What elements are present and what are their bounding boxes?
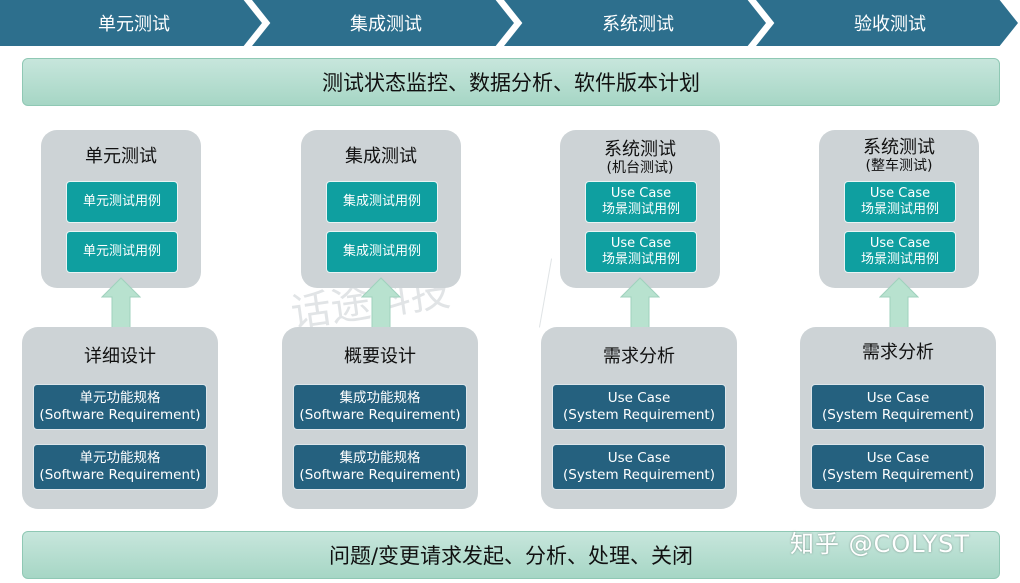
integration-test-box: 集成测试 集成测试用例 集成测试用例: [301, 130, 461, 288]
up-arrow-icon: [879, 277, 919, 331]
monitoring-banner: 测试状态监控、数据分析、软件版本计划: [22, 58, 1000, 106]
test-box-title: 单元测试: [85, 146, 157, 167]
spec-line1: 单元功能规格: [79, 390, 161, 406]
spec-card: 单元功能规格 (Software Requirement): [33, 444, 207, 490]
detailed-design-box: 详细设计 单元功能规格 (Software Requirement) 单元功能规…: [22, 327, 218, 509]
spec-card: 集成功能规格 (Software Requirement): [293, 444, 467, 490]
test-case-card: Use Case 场景测试用例: [585, 231, 697, 273]
spec-line2: (System Requirement): [822, 407, 974, 423]
test-box-title: 系统测试: [604, 139, 676, 160]
test-case-card: Use Case 场景测试用例: [844, 181, 956, 223]
test-box-subtitle: (机台测试): [606, 160, 674, 176]
spec-line2: (Software Requirement): [39, 467, 201, 483]
test-box-title: 集成测试: [345, 146, 417, 167]
spec-card: 集成功能规格 (Software Requirement): [293, 384, 467, 430]
spec-line2: (System Requirement): [822, 467, 974, 483]
up-arrow-icon: [101, 277, 141, 331]
spec-card: 单元功能规格 (Software Requirement): [33, 384, 207, 430]
spec-line2: (Software Requirement): [299, 407, 461, 423]
watermark-divider: [538, 258, 553, 328]
change-request-banner-text: 问题/变更请求发起、分析、处理、关闭: [328, 544, 694, 568]
phase-unit-test: 单元测试: [0, 0, 262, 46]
overview-design-box: 概要设计 集成功能规格 (Software Requirement) 集成功能规…: [282, 327, 478, 509]
spec-card: Use Case (System Requirement): [811, 444, 985, 490]
phase-label: 集成测试: [350, 14, 422, 35]
phase-label: 单元测试: [98, 14, 170, 35]
up-arrow-icon: [620, 277, 660, 331]
spec-line1: 单元功能规格: [79, 450, 161, 466]
requirement-analysis-box: 需求分析 Use Case (System Requirement) Use C…: [541, 327, 737, 509]
design-box-title: 概要设计: [344, 346, 416, 367]
monitoring-banner-text: 测试状态监控、数据分析、软件版本计划: [322, 71, 700, 95]
test-case-card: Use Case 场景测试用例: [585, 181, 697, 223]
test-case-card: Use Case 场景测试用例: [844, 231, 956, 273]
test-case-card: 单元测试用例: [66, 231, 178, 273]
test-box-subtitle: (整车测试): [865, 158, 933, 174]
system-bench-test-box: 系统测试 (机台测试) Use Case 场景测试用例 Use Case 场景测…: [560, 130, 720, 288]
design-box-title: 需求分析: [862, 342, 934, 363]
test-case-line1: 单元测试用例: [82, 194, 161, 209]
test-case-line1: 单元测试用例: [82, 244, 161, 259]
design-box-title: 详细设计: [84, 346, 156, 367]
phase-system-test: 系统测试: [504, 0, 766, 46]
credit-watermark: 知乎 @COLYST: [790, 530, 971, 558]
spec-line2: (Software Requirement): [39, 407, 201, 423]
test-case-line1: 集成测试用例: [342, 244, 421, 259]
spec-card: Use Case (System Requirement): [811, 384, 985, 430]
phase-label: 系统测试: [602, 14, 674, 35]
design-box-title: 需求分析: [603, 346, 675, 367]
test-case-line1: Use Case: [869, 186, 931, 201]
test-case-line1: Use Case: [610, 186, 672, 201]
test-case-card: 单元测试用例: [66, 181, 178, 223]
test-case-line2: 场景测试用例: [860, 202, 939, 217]
spec-line1: Use Case: [866, 390, 930, 406]
spec-line2: (Software Requirement): [299, 467, 461, 483]
test-case-card: 集成测试用例: [326, 181, 438, 223]
up-arrow-icon: [361, 277, 401, 331]
test-box-title: 系统测试: [863, 137, 935, 158]
change-request-banner: 问题/变更请求发起、分析、处理、关闭: [22, 531, 1000, 579]
phase-integration-test: 集成测试: [252, 0, 514, 46]
test-case-line2: 场景测试用例: [860, 252, 939, 267]
phase-label: 验收测试: [854, 14, 926, 35]
spec-line1: 集成功能规格: [339, 450, 421, 466]
spec-line1: 集成功能规格: [339, 390, 421, 406]
spec-line1: Use Case: [607, 390, 671, 406]
spec-card: Use Case (System Requirement): [552, 384, 726, 430]
test-case-card: 集成测试用例: [326, 231, 438, 273]
requirement-analysis-box: 需求分析 Use Case (System Requirement) Use C…: [800, 327, 996, 509]
test-case-line1: 集成测试用例: [342, 194, 421, 209]
test-case-line2: 场景测试用例: [601, 202, 680, 217]
spec-line1: Use Case: [866, 450, 930, 466]
test-case-line1: Use Case: [610, 236, 672, 251]
spec-line2: (System Requirement): [563, 467, 715, 483]
spec-line2: (System Requirement): [563, 407, 715, 423]
system-vehicle-test-box: 系统测试 (整车测试) Use Case 场景测试用例 Use Case 场景测…: [819, 130, 979, 288]
phase-acceptance-test: 验收测试: [756, 0, 1018, 46]
unit-test-box: 单元测试 单元测试用例 单元测试用例: [41, 130, 201, 288]
spec-line1: Use Case: [607, 450, 671, 466]
spec-card: Use Case (System Requirement): [552, 444, 726, 490]
test-case-line2: 场景测试用例: [601, 252, 680, 267]
test-case-line1: Use Case: [869, 236, 931, 251]
